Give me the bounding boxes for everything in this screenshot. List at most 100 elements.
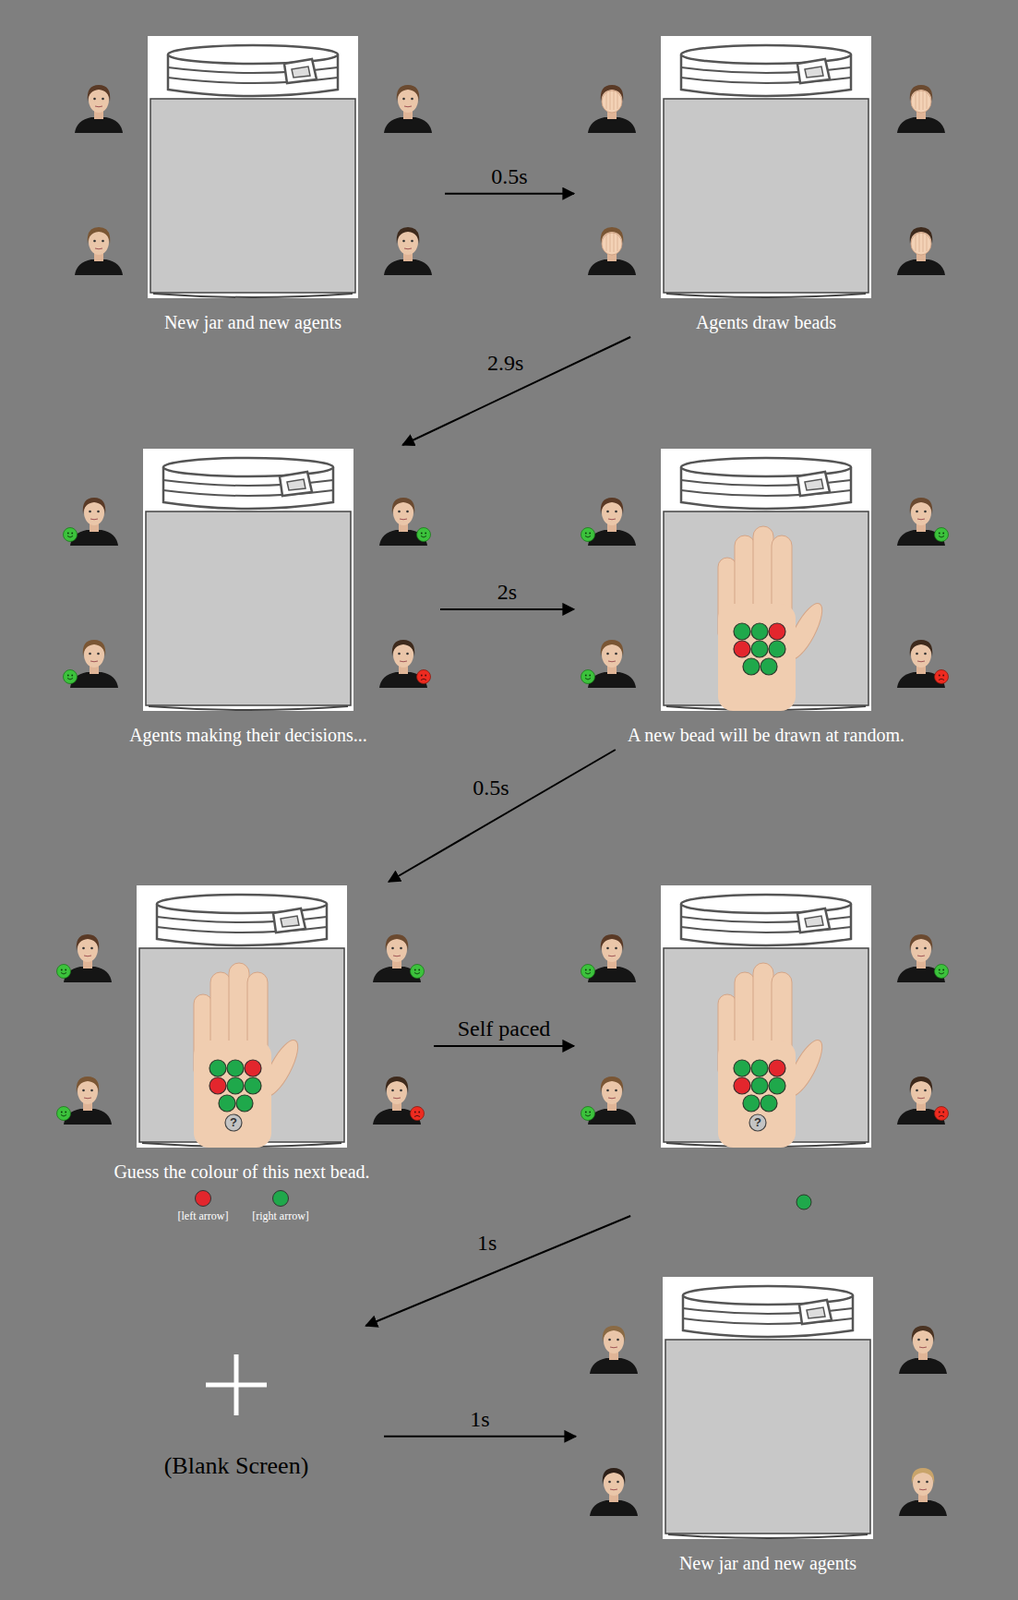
agent	[379, 639, 432, 688]
hand-over-face	[910, 90, 932, 113]
agent-face	[587, 934, 636, 983]
agent-choice-token	[934, 1106, 949, 1121]
jar	[660, 448, 872, 711]
agent-choice-token	[417, 527, 432, 542]
jar	[660, 35, 872, 299]
agent-face	[897, 227, 946, 276]
screen-stage: ?	[577, 885, 955, 1148]
screen-panel: ?	[577, 885, 955, 1212]
screen-illustration	[64, 35, 442, 299]
agent-choice-token	[581, 964, 596, 979]
agent-face	[898, 1467, 947, 1516]
agent-choice-token	[410, 1106, 425, 1121]
screen-caption: Agents draw beads	[577, 311, 955, 334]
agent-choice-token	[417, 670, 432, 684]
screen-caption: Guess the colour of this next bead.	[53, 1160, 431, 1183]
agent	[897, 227, 946, 276]
answer-display	[577, 1147, 955, 1212]
transition-arrow	[444, 192, 575, 195]
agent	[581, 1076, 637, 1125]
legend-text: [left arrow]	[178, 1209, 229, 1223]
transition-arrow	[433, 1044, 575, 1047]
agent	[383, 84, 432, 133]
agent-face	[589, 1325, 638, 1374]
hand-with-beads	[718, 526, 829, 711]
agent	[897, 639, 949, 688]
agent-choice-token	[934, 670, 949, 684]
agent-face	[897, 84, 946, 133]
agent-face	[74, 227, 123, 276]
legend-item: [left arrow]	[164, 1189, 242, 1223]
chosen-bead	[796, 1194, 812, 1210]
legend-swatch	[194, 1189, 212, 1207]
transition-arrow	[440, 608, 575, 611]
screen-caption: Agents making their decisions...	[59, 723, 437, 746]
agent-choice-token	[410, 964, 425, 979]
agent	[74, 227, 123, 276]
hand-over-face	[601, 232, 623, 255]
screen-stage	[577, 448, 955, 711]
screen-panel: New jar and new agents	[579, 1276, 957, 1574]
screen-stage	[64, 35, 442, 299]
question-mark: ?	[225, 1113, 242, 1131]
agent	[897, 497, 949, 546]
agent	[587, 84, 636, 133]
agent-choice-token	[934, 527, 949, 542]
agent-choice-token	[57, 964, 72, 979]
agent	[897, 934, 949, 983]
cross-bar	[234, 1353, 240, 1415]
screen-illustration	[53, 885, 431, 1148]
hand-with-beads	[718, 962, 829, 1148]
screen-stage	[579, 1276, 957, 1539]
legend-swatch	[272, 1189, 289, 1207]
legend-item: [right arrow]	[241, 1189, 320, 1223]
fixation-cross	[92, 1329, 381, 1440]
screen-stage	[59, 448, 437, 711]
agent-face	[587, 1076, 636, 1125]
agent	[379, 497, 432, 546]
agent-face	[587, 639, 636, 688]
screen-illustration	[577, 885, 955, 1148]
transition-arrow	[402, 336, 631, 445]
agent-face	[63, 934, 112, 983]
agent-choice-token	[581, 1106, 596, 1121]
agent-face	[383, 84, 432, 133]
agent-choice-token	[581, 670, 596, 684]
hand-over-face	[601, 90, 623, 113]
jar	[143, 448, 354, 711]
jar	[662, 1276, 874, 1539]
agent	[589, 1467, 638, 1516]
agent-face	[383, 227, 432, 276]
jar	[147, 35, 359, 299]
screen-caption: New jar and new agents	[64, 311, 442, 334]
agent	[74, 84, 123, 133]
legend-text: [right arrow]	[251, 1209, 310, 1223]
agent-choice-token	[63, 670, 78, 684]
agent	[372, 1076, 425, 1125]
screen-illustration	[577, 35, 955, 299]
screen-panel: A new bead will be drawn at random.	[577, 448, 955, 746]
agent	[383, 227, 432, 276]
agent	[57, 1076, 113, 1125]
agent	[63, 639, 120, 688]
screen-panel: New jar and new agents	[64, 35, 442, 334]
agent	[897, 84, 946, 133]
agent-choice-token	[63, 527, 78, 542]
agent-choice-token	[581, 527, 596, 542]
screen-caption: A new bead will be drawn at random.	[577, 723, 955, 746]
agent-choice-token	[934, 964, 949, 979]
jar	[660, 885, 872, 1148]
agent-face	[589, 1467, 638, 1516]
hand-with-beads	[193, 962, 305, 1148]
screen-panel: Agents making their decisions...	[59, 448, 437, 746]
agent	[581, 934, 637, 983]
agent-face	[70, 639, 119, 688]
blank-screen: (Blank Screen)	[92, 1329, 381, 1480]
duration-label: 1s	[474, 1230, 500, 1257]
duration-label: 2.9s	[484, 350, 527, 377]
agent	[57, 934, 113, 983]
screen-panel: Agents draw beads	[577, 35, 955, 334]
agent	[372, 934, 425, 983]
